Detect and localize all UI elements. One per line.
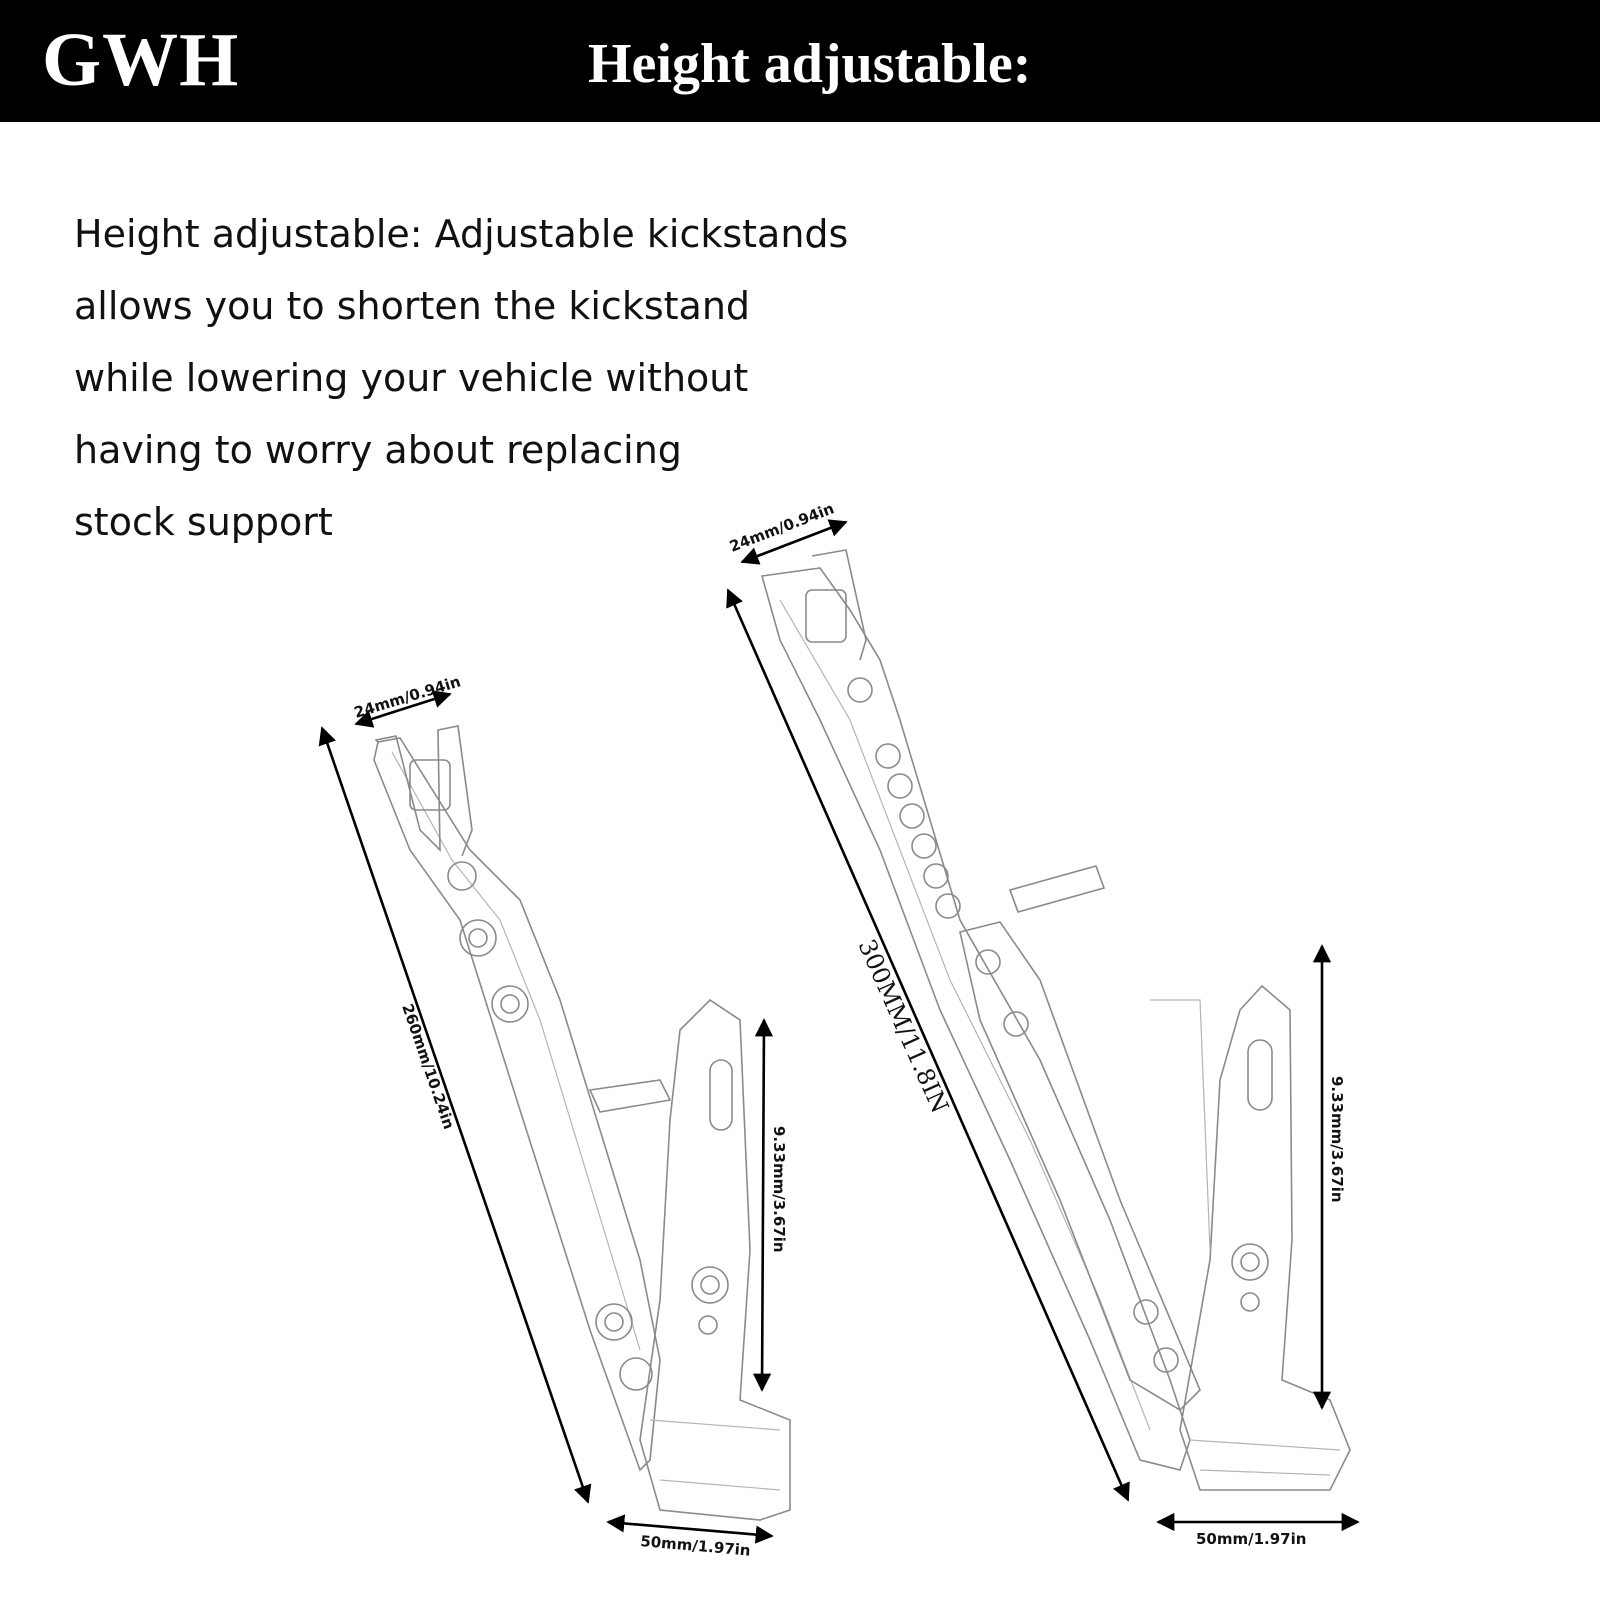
dim-label: 9.33mm/3.67in xyxy=(770,1126,788,1253)
short-kickstand-drawing xyxy=(373,725,791,1521)
page-title: Height adjustable: xyxy=(588,33,1032,95)
header-bar: GWH Height adjustable: xyxy=(0,0,1600,122)
dim-label: 9.33mm/3.67in xyxy=(1328,1076,1346,1203)
description-line: allows you to shorten the kickstand xyxy=(74,284,751,328)
dim-label: 260mm/10.24in xyxy=(398,1001,458,1131)
description: Height adjustable: Adjustable kickstands… xyxy=(74,198,974,558)
dim-label: 50mm/1.97in xyxy=(1196,1530,1306,1548)
description-line: while lowering your vehicle without xyxy=(74,356,749,400)
dim-label: 300MM/11.8IN xyxy=(853,935,955,1117)
long-stand-dimensions: 24mm/0.94in 300MM/11.8IN 9.33mm/3.67in 5… xyxy=(726,499,1360,1548)
long-kickstand-drawing xyxy=(760,549,1351,1491)
description-line: having to worry about replacing xyxy=(74,428,682,472)
description-line: Height adjustable: Adjustable kickstands xyxy=(74,212,849,256)
description-line: stock support xyxy=(74,500,333,544)
dim-label: 50mm/1.97in xyxy=(640,1532,752,1560)
dim-label: 24mm/0.94in xyxy=(352,672,463,722)
brand-logo: GWH xyxy=(42,18,240,102)
